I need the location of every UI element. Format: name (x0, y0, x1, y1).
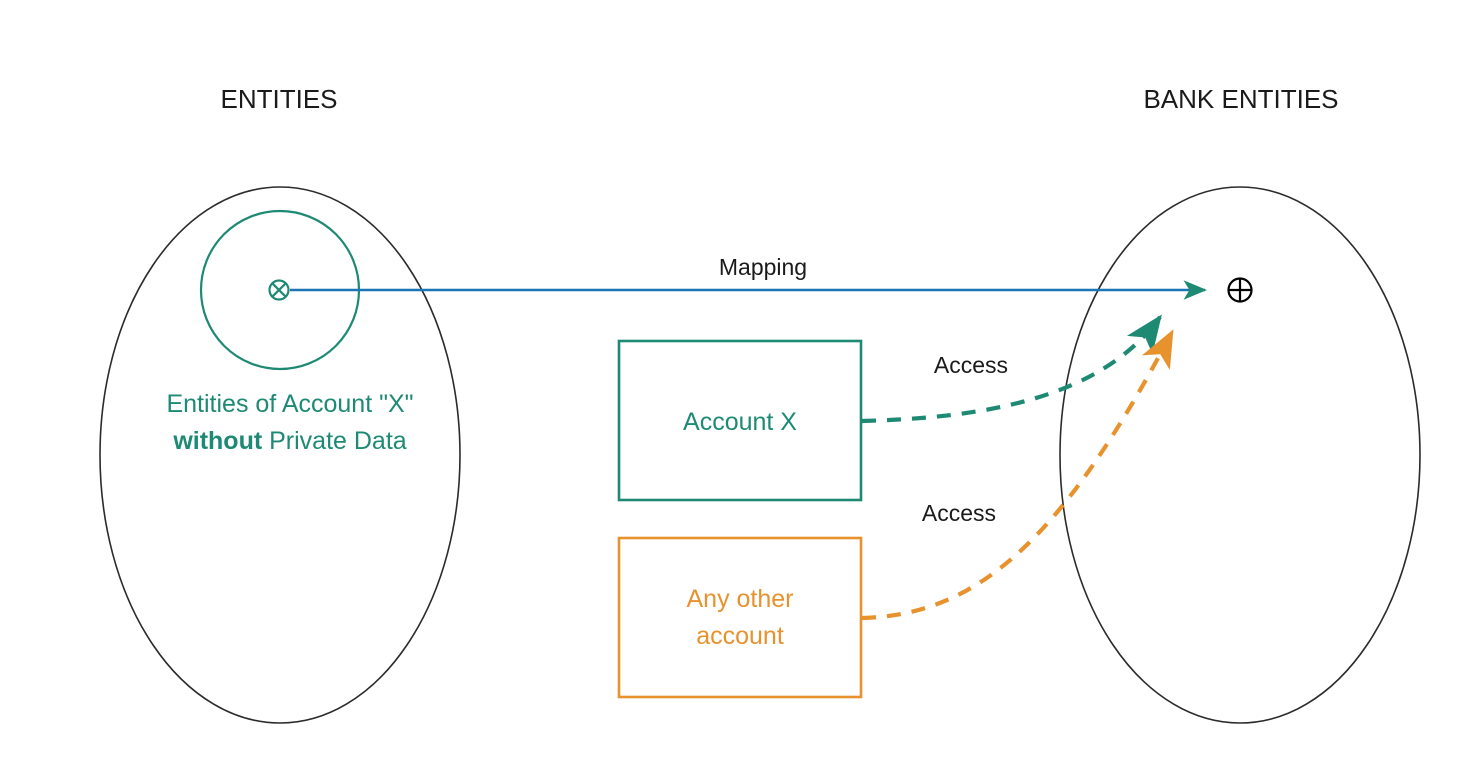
entities-caption-bold: without (172, 427, 263, 455)
header-bank-entities: BANK ENTITIES (1143, 84, 1338, 114)
account-x-box[interactable] (617, 339, 863, 502)
circle-times-icon[interactable] (268, 279, 290, 301)
entities-ellipse[interactable] (99, 186, 461, 724)
any-other-account-box-label-line2: account (696, 622, 784, 650)
header-entities: ENTITIES (220, 84, 337, 114)
entities-caption-line2: without Private Data (172, 427, 406, 455)
any-other-account-box[interactable] (617, 536, 863, 699)
mapping-edge-label: Mapping (719, 254, 807, 280)
access-edge-orange-curve[interactable] (861, 329, 1174, 621)
access-edge-teal-label: Access (934, 352, 1008, 378)
bank-entities-ellipse[interactable] (1059, 186, 1421, 724)
entities-caption-rest: Private Data (262, 427, 407, 455)
any-other-account-box-label-line1: Any other (686, 585, 793, 613)
access-edge-teal-curve[interactable] (861, 314, 1162, 424)
access-edge-orange-label: Access (922, 500, 996, 526)
entities-caption-line1: Entities of Account "X" (166, 390, 413, 418)
circle-plus-icon[interactable] (1227, 277, 1253, 303)
account-x-box-label: Account X (683, 408, 797, 436)
